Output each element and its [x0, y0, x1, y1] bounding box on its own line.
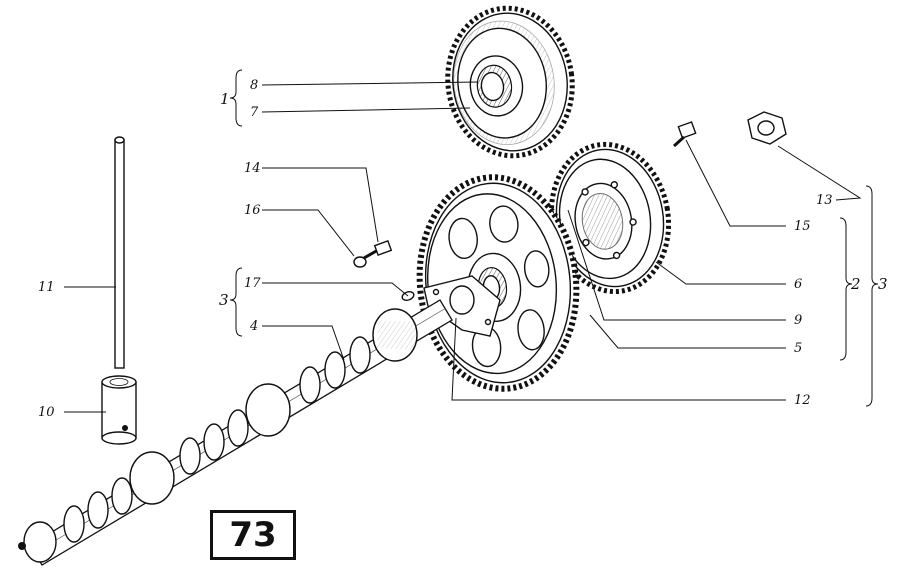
callout-8: 8	[250, 78, 258, 93]
sleeve	[101, 375, 137, 445]
callout-labels: 1 2 3 3 4 5 6 7 8 9 10 11 12 13 14 15 16…	[38, 78, 888, 420]
camshaft	[18, 299, 453, 566]
callout-11: 11	[38, 280, 55, 295]
callout-3-right: 3	[878, 275, 888, 293]
pushrod	[114, 136, 125, 369]
callout-7: 7	[250, 105, 259, 120]
callout-2: 2	[850, 275, 861, 293]
figure-number-box: 73	[210, 510, 296, 560]
small-gear	[548, 141, 672, 295]
bolt-15	[672, 121, 697, 148]
leader-lines	[64, 81, 862, 413]
braces	[229, 69, 879, 407]
callout-10: 10	[38, 405, 55, 420]
callout-9: 9	[794, 313, 802, 328]
callout-15: 15	[794, 219, 811, 234]
callout-17: 17	[244, 276, 261, 291]
callout-3-left: 3	[219, 291, 229, 309]
figure-number: 73	[229, 515, 277, 555]
callout-1: 1	[220, 90, 230, 108]
callout-14: 14	[244, 161, 261, 176]
callout-6: 6	[794, 277, 802, 292]
thrust-flange	[423, 275, 501, 337]
callout-16: 16	[244, 203, 261, 218]
callout-13: 13	[816, 193, 833, 208]
bolt-14-washer-16	[353, 240, 393, 268]
callout-12: 12	[794, 393, 811, 408]
nut-13	[747, 111, 787, 145]
callout-4: 4	[249, 319, 258, 334]
upper-gear-assembly	[445, 5, 575, 159]
callout-5: 5	[794, 341, 802, 356]
